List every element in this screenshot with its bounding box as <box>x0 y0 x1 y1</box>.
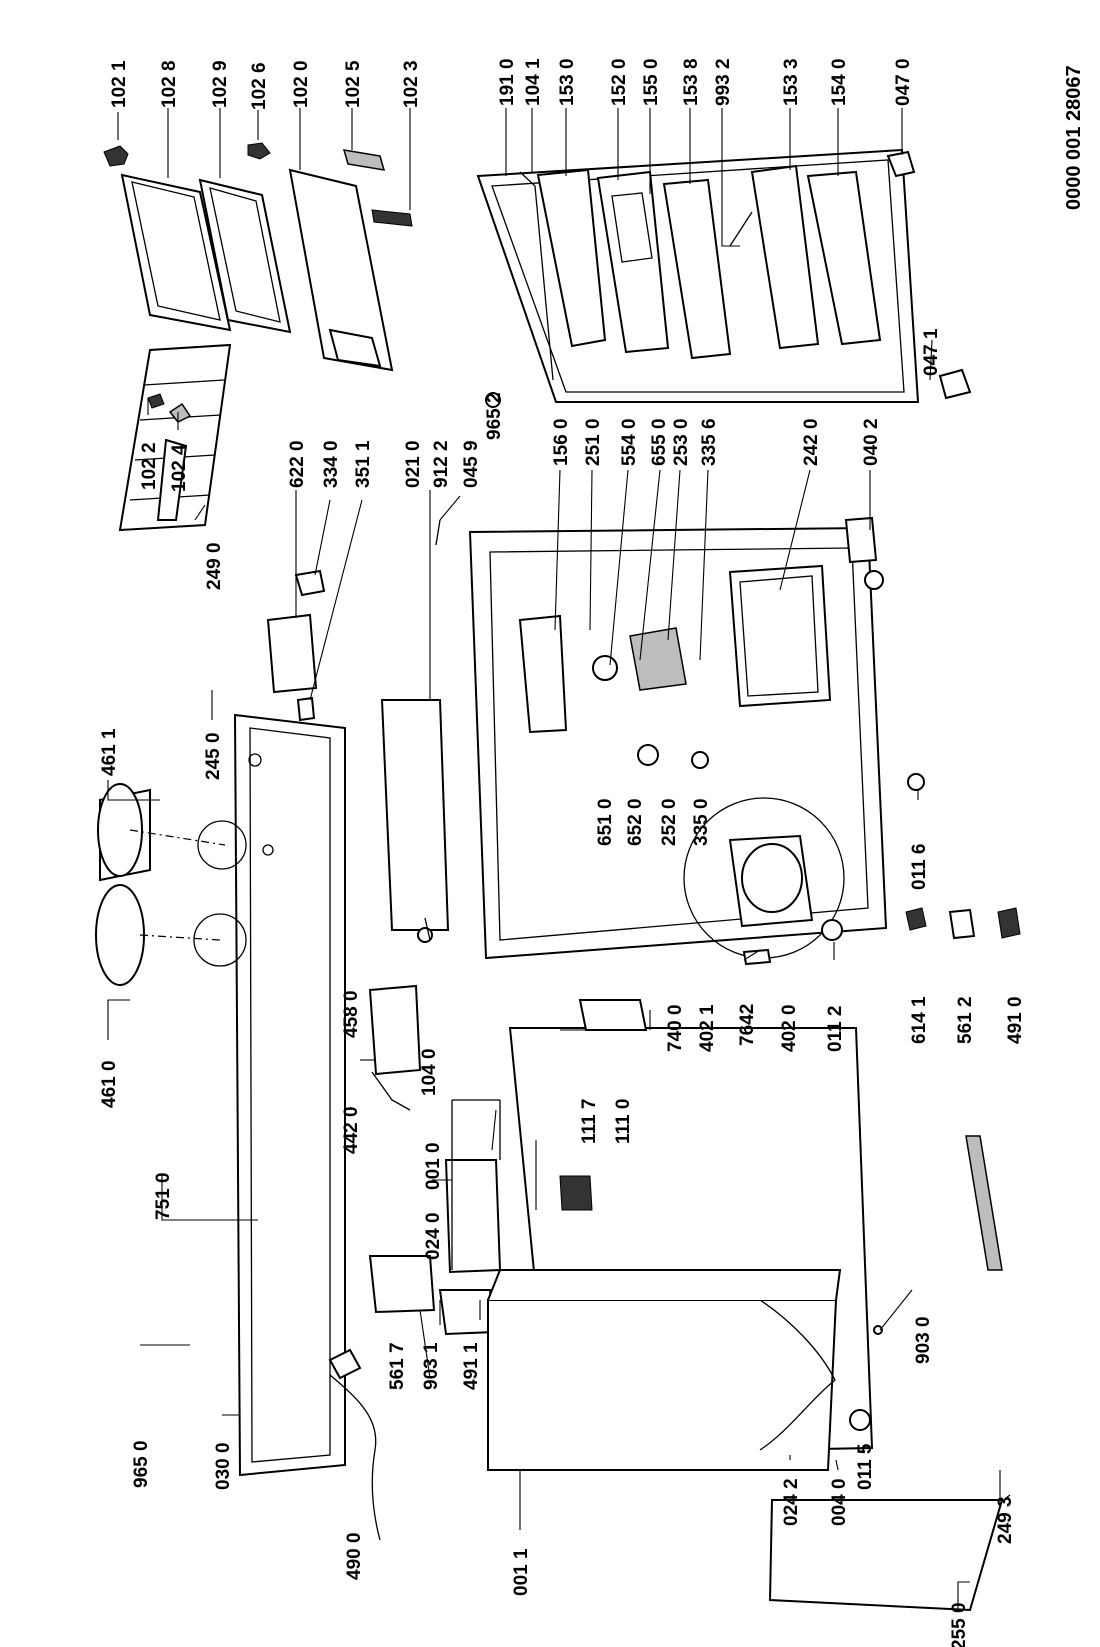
label-011-2: 011 2 <box>825 1006 846 1053</box>
label-004-0: 004 0 <box>829 1478 850 1526</box>
label-965-2: 965 2 <box>484 392 505 440</box>
label-561-7: 561 7 <box>387 1342 408 1390</box>
label-102-2: 102 2 <box>139 442 160 490</box>
label-047-1: 047 1 <box>921 328 942 376</box>
label-751-0: 751 0 <box>153 1172 174 1220</box>
label-154-0: 154 0 <box>829 58 850 106</box>
label-561-2: 561 2 <box>955 996 976 1044</box>
label-047-0: 047 0 <box>893 58 914 106</box>
label-993-2: 993 2 <box>713 58 734 106</box>
label-249-3: 249 3 <box>995 1496 1016 1544</box>
label-245-0: 245 0 <box>203 732 224 780</box>
outer-casing-group <box>487 1269 883 1471</box>
label-491-0: 491 0 <box>1005 996 1026 1044</box>
compressor-group <box>683 797 845 966</box>
label-614-1: 614 1 <box>909 996 930 1044</box>
label-652-0: 652 0 <box>625 798 646 846</box>
label-249-0: 249 0 <box>204 542 225 590</box>
label-011-6: 011 6 <box>909 844 930 891</box>
label-024-0: 024 0 <box>423 1212 444 1260</box>
top-cover-group <box>103 142 413 372</box>
label-153-8: 153 8 <box>681 58 702 106</box>
label-7642: 7642 <box>737 1004 758 1046</box>
label-334-0: 334 0 <box>321 440 342 488</box>
leader-lines <box>107 108 1001 1612</box>
small-hardware-group <box>417 519 1021 943</box>
power-cord-group <box>328 1348 381 1541</box>
label-102-0: 102 0 <box>291 60 312 108</box>
shelf-group <box>118 343 232 532</box>
label-912-2: 912 2 <box>431 440 452 488</box>
label-554-0: 554 0 <box>619 418 640 466</box>
label-402-1: 402 1 <box>697 1004 718 1052</box>
label-102-3: 102 3 <box>401 60 422 108</box>
label-104-1: 104 1 <box>523 58 544 106</box>
label-111-7: 111 7 <box>579 1099 600 1144</box>
label-030-0: 030 0 <box>213 1442 234 1490</box>
label-102-1: 102 1 <box>109 60 130 108</box>
label-461-1: 461 1 <box>99 728 120 776</box>
label-024-2: 024 2 <box>781 1478 802 1526</box>
label-622-0: 622 0 <box>287 440 308 488</box>
label-255-0: 255 0 <box>949 1602 970 1647</box>
label-335-0: 335 0 <box>691 798 712 846</box>
label-102-4: 102 4 <box>169 444 190 492</box>
label-491-1: 491 1 <box>461 1342 482 1390</box>
label-490-0: 490 0 <box>344 1532 365 1580</box>
document-code: 0000 001 28067 <box>1063 65 1085 210</box>
label-740-0: 740 0 <box>665 1004 686 1052</box>
label-102-9: 102 9 <box>210 60 231 108</box>
label-461-0: 461 0 <box>99 1060 120 1108</box>
label-153-3: 153 3 <box>781 58 802 106</box>
label-351-1: 351 1 <box>353 440 374 488</box>
label-040-2: 040 2 <box>861 418 882 466</box>
base-plate-group <box>768 1135 1011 1612</box>
label-155-0: 155 0 <box>641 58 662 106</box>
label-655-0: 655 0 <box>649 418 670 466</box>
door-group <box>476 148 972 408</box>
label-153-0: 153 0 <box>557 58 578 106</box>
label-458-0: 458 0 <box>341 990 362 1038</box>
label-402-0: 402 0 <box>779 1004 800 1052</box>
label-242-0: 242 0 <box>801 418 822 466</box>
label-102-8: 102 8 <box>159 60 180 108</box>
label-335-6: 335 6 <box>699 418 720 466</box>
worktop-group <box>95 713 346 1477</box>
label-156-0: 156 0 <box>551 418 572 466</box>
label-045-9: 045 9 <box>461 440 482 488</box>
label-651-0: 651 0 <box>595 798 616 846</box>
label-001-1: 001 1 <box>511 1548 532 1596</box>
label-001-0: 001 0 <box>423 1142 444 1190</box>
label-191-0: 191 0 <box>497 58 518 106</box>
part-labels: 102 1 102 8 102 9 102 6 102 0 102 5 102 … <box>99 58 1085 1647</box>
label-965-0: 965 0 <box>131 1440 152 1488</box>
label-011-5: 011 5 <box>855 1443 876 1490</box>
label-442-0: 442 0 <box>341 1106 362 1154</box>
label-102-6: 102 6 <box>249 62 270 110</box>
label-021-0: 021 0 <box>403 440 424 488</box>
label-903-1: 903 1 <box>421 1342 442 1390</box>
label-111-0: 111 0 <box>613 1099 634 1144</box>
label-152-0: 152 0 <box>609 58 630 106</box>
label-251-0: 251 0 <box>583 418 604 466</box>
label-253-0: 253 0 <box>671 418 692 466</box>
label-104-0: 104 0 <box>419 1048 440 1096</box>
parts-drawing <box>95 142 1021 1612</box>
label-903-0: 903 0 <box>913 1316 934 1364</box>
label-252-0: 252 0 <box>659 798 680 846</box>
label-102-5: 102 5 <box>343 60 364 108</box>
